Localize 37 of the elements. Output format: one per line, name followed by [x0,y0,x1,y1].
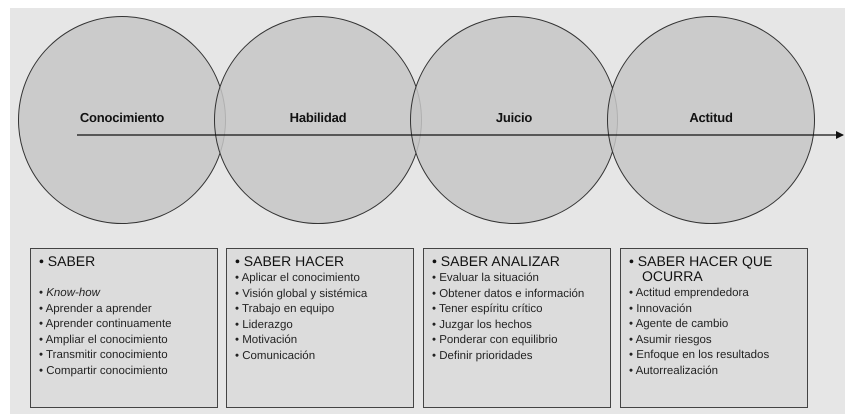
text-box [30,248,218,408]
list-item: • Visión global y sistémica [235,286,368,302]
list-item: • Asumir riesgos [629,332,713,348]
list-item: • Know-how [39,286,102,301]
text-box [226,248,414,408]
text-box [423,248,611,408]
circle-node [607,16,815,224]
list-item: • Autorrealización [629,364,720,378]
list-item: • Actitud emprendedora [629,286,750,301]
list-item: • Enfoque en los resultados [629,348,770,363]
list-item: • Evaluar la situación [432,271,540,286]
list-item: • Trabajo en equipo [235,302,336,317]
list-heading: • SABER HACER QUE OCURRA [629,254,774,284]
list-item: • Liderazgo [235,318,294,332]
list-item: • Agente de cambio [629,317,730,332]
list-item: • Ampliar el conocimiento [39,332,169,348]
list-item: • Definir prioridades [432,348,534,364]
list-heading: • SABER [39,254,96,269]
list-item: • Tener espíritu crítico [432,302,544,317]
list-item: • Transmitir conocimiento [39,348,169,363]
list-item: • Aprender continuamente [39,317,173,332]
circle-label: Actitud [688,110,734,125]
circle-label: Juicio [494,110,534,125]
list-item: • Aprender a aprender [39,302,153,316]
list-item: • Innovación [629,302,693,316]
list-heading: • SABER ANALIZAR [432,254,561,269]
list-item: • Motivación [235,333,298,348]
list-item: • Comunicación [235,348,316,364]
list-item: • Ponderar con equilibrio [432,333,558,348]
text-box [620,248,808,408]
list-item: • Obtener datos e información [432,286,586,302]
list-item: • Juzgar los hechos [432,318,533,332]
circle-label: Habilidad [288,110,348,125]
list-item: • Aplicar el conocimiento [235,271,361,286]
list-item: • Compartir conocimiento [39,364,169,378]
circle-label: Conocimiento [78,110,166,125]
list-heading: • SABER HACER [235,254,346,269]
